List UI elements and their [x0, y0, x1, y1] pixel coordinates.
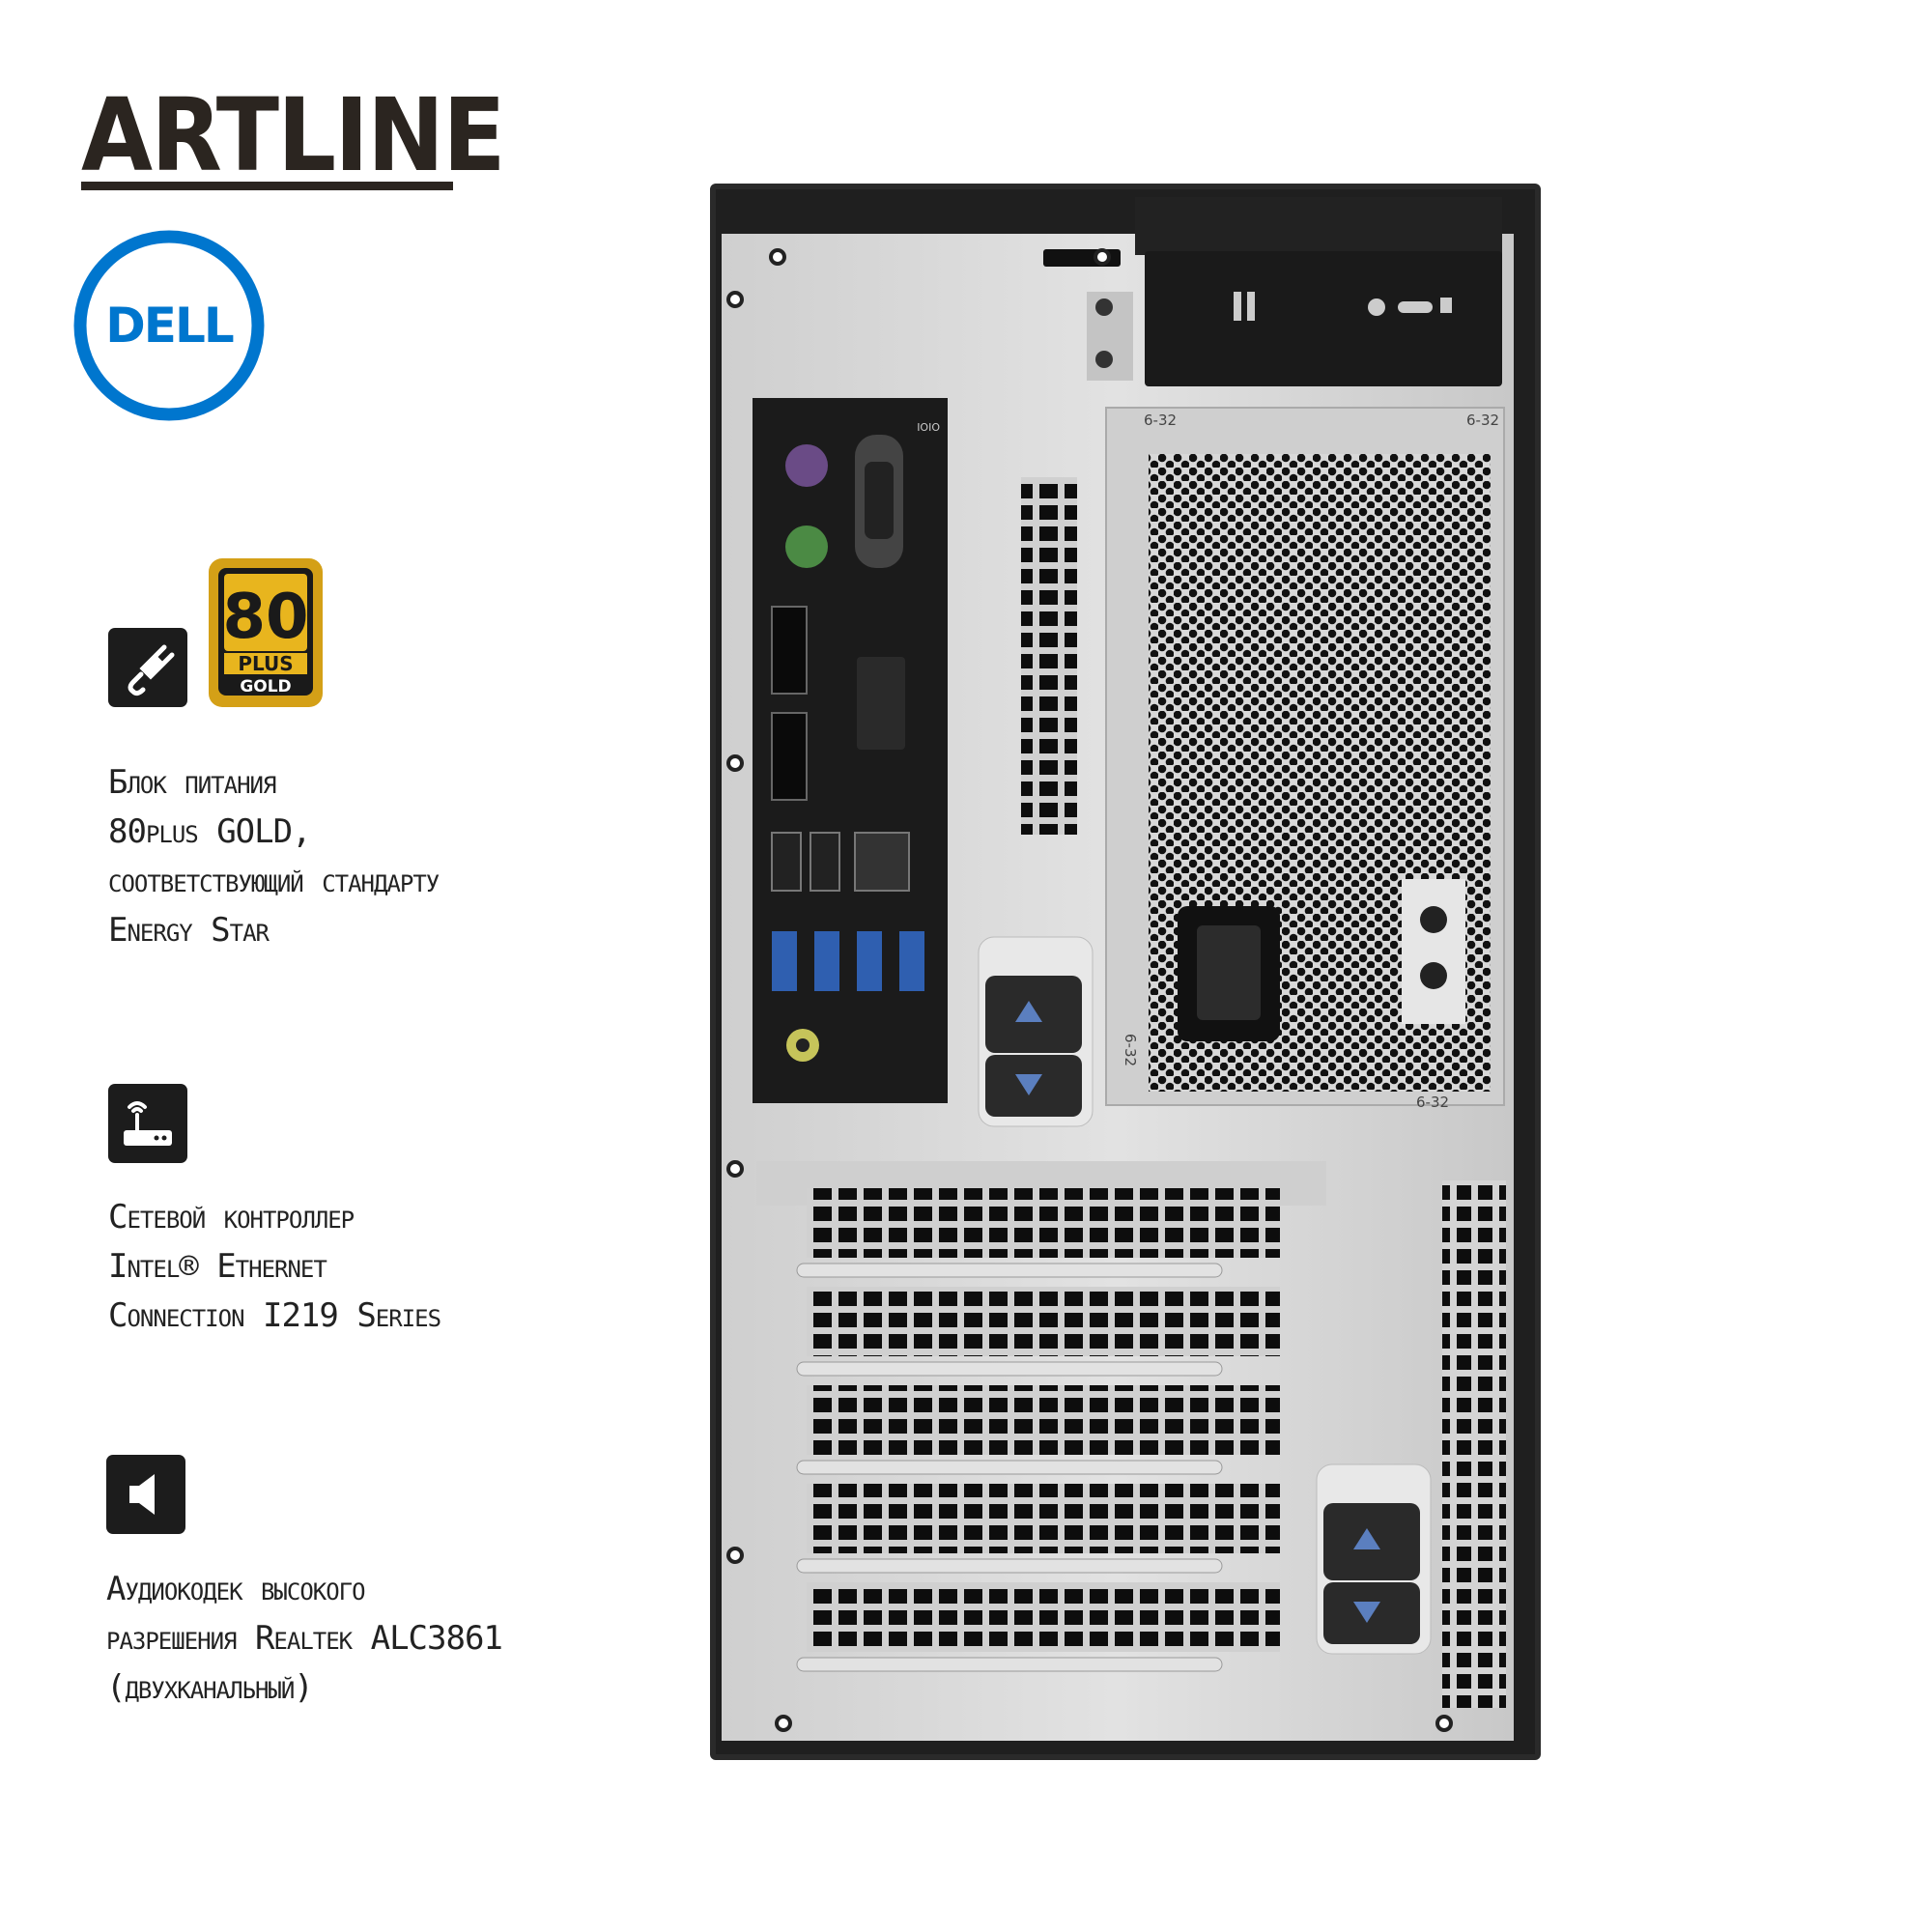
power-plug-icon [108, 628, 187, 707]
screw-label: 6-32 [1122, 1034, 1139, 1066]
feature-line: Connection I219 Series [108, 1296, 441, 1335]
screw-label: 6-32 [1466, 412, 1499, 429]
feature-line: Аудиокодек высокого [106, 1570, 366, 1608]
feature-line: Сетевой контроллер [108, 1198, 355, 1236]
feature-network-text: Сетевой контроллер Intel® Ethernet Conne… [108, 1193, 441, 1341]
feature-line: соответствующий стандарту [108, 862, 440, 900]
router-icon [108, 1084, 187, 1163]
badge-plus: PLUS [238, 652, 293, 675]
feature-line: Intel® Ethernet [108, 1247, 327, 1286]
artline-logo-text: ARTLINE [81, 76, 506, 194]
speaker-icon [106, 1455, 185, 1534]
feature-line: разрешения Realtek ALC3861 [106, 1619, 503, 1658]
screw-label: 6-32 [1416, 1094, 1449, 1111]
feature-line: (двухканальный) [106, 1668, 314, 1707]
badge-number: 80 [222, 582, 308, 653]
feature-line: 80plus GOLD, [108, 812, 312, 851]
dell-logo-text: DELL [105, 298, 234, 354]
dell-logo: DELL [72, 229, 266, 422]
feature-psu-text: Блок питания 80plus GOLD, соответствующи… [108, 758, 440, 955]
serial-label: IOIO [917, 421, 940, 434]
80-plus-gold-badge: 80 PLUS GOLD [207, 556, 325, 709]
workstation-rear-image: IOIO 6-32 6-32 6-32 6-32 [710, 184, 1541, 1760]
badge-level: GOLD [240, 677, 291, 696]
feature-line: Energy Star [108, 911, 270, 950]
feature-audio-text: Аудиокодек высокого разрешения Realtek A… [106, 1565, 503, 1713]
artline-logo: ARTLINE [81, 85, 506, 191]
feature-line: Блок питания [108, 763, 276, 802]
screw-label: 6-32 [1144, 412, 1177, 429]
artline-underline [81, 182, 453, 190]
